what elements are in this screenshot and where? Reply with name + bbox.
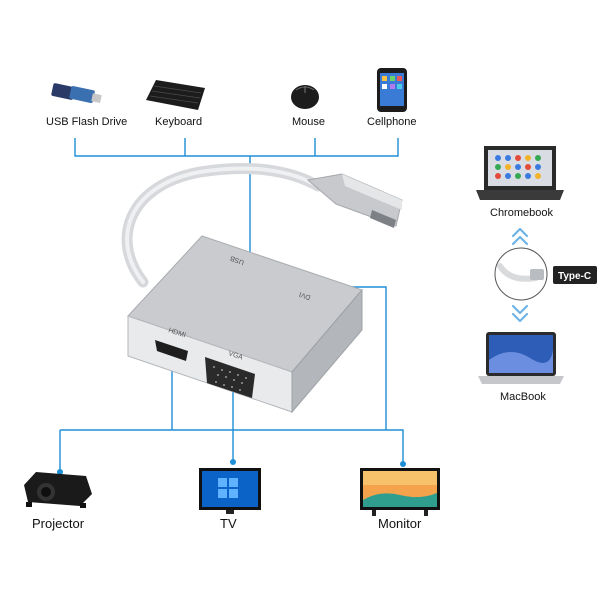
usb-c-plug [306,173,403,228]
projector-dot [57,469,63,475]
tv-dot [230,459,236,465]
top-device-label: Cellphone [367,116,417,128]
arrow-down-icon [511,304,529,323]
tv-icon [199,468,261,514]
usb-c-cable [121,163,324,288]
bottom-bus-line [59,350,404,478]
type-c-cable-icon [494,247,548,301]
port-label-usb: USB [229,254,245,266]
port-label-dvi: DVI [298,290,311,301]
top-bus-line [74,138,399,157]
bottom-device-label: Monitor [378,516,422,531]
macbook-label: MacBook [500,391,546,403]
macbook-icon [478,332,564,384]
hdmi-port [155,340,188,361]
cellphone-icon [377,68,407,112]
vga-port [205,357,255,398]
arrow-up-icon [511,227,529,246]
bottom-device-label: Projector [32,516,85,531]
top-device-label: Keyboard [155,116,202,128]
monitor-icon [360,468,440,516]
projector-icon [24,472,92,508]
type-c-badge-text: Type-C [558,271,591,282]
adapter-body: USB DVI HDMI VGA [127,235,363,414]
mouse-icon [291,85,319,109]
usb-drive-icon [51,83,102,103]
chromebook-label: Chromebook [490,207,553,219]
keyboard-icon [146,80,205,110]
chromebook-icon [476,146,564,200]
port-label-vga: VGA [227,350,244,361]
top-device-label: Mouse [292,116,325,128]
type-c-badge: Type-C [553,266,597,284]
top-device-label: USB Flash Drive [46,116,127,128]
monitor-dot [400,461,406,467]
bottom-device-label: TV [220,516,237,531]
